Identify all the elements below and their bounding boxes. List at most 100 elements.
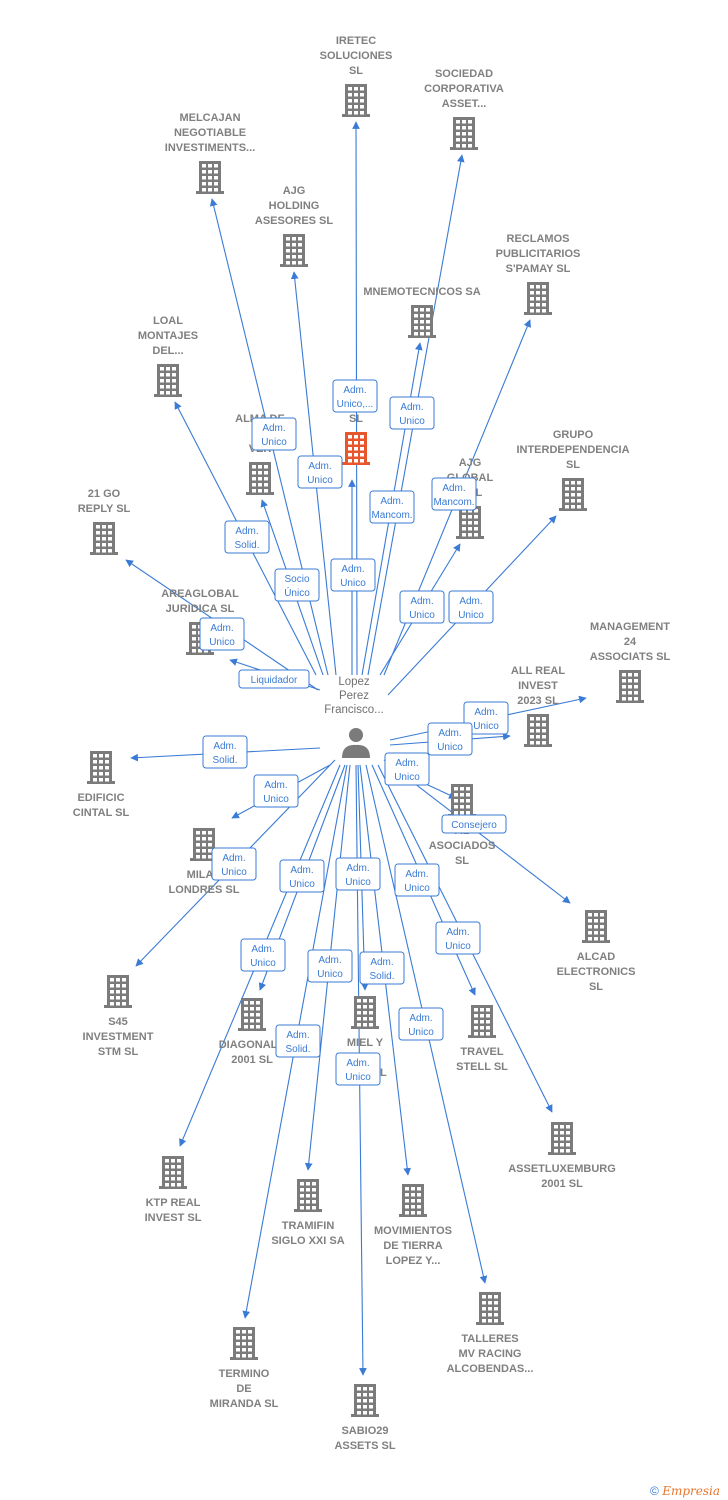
building-icon — [524, 282, 552, 315]
relation-label-line: Adm. — [341, 564, 364, 575]
company-name-line: DE TIERRA — [383, 1240, 442, 1252]
company-name-line: SL — [349, 65, 363, 77]
relation-label-line: Unico — [345, 1072, 371, 1083]
relation-label: Adm.Unico — [427, 722, 473, 756]
relation-label-line: Unico — [317, 969, 343, 980]
building-icon — [450, 117, 478, 150]
relation-label-line: Unico — [209, 637, 235, 648]
building-icon — [230, 1327, 258, 1360]
company-node-loal[interactable]: LOALMONTAJESDEL... — [138, 315, 198, 397]
building-icon — [238, 998, 266, 1031]
building-icon — [448, 784, 476, 817]
person-name-line: Perez — [339, 690, 369, 702]
relation-label-line: Unico — [340, 578, 366, 589]
company-name-line: DIAGONALB — [219, 1039, 286, 1051]
company-name-line: MIRANDA SL — [210, 1398, 279, 1410]
company-name-line: INVESTIMENTS... — [165, 142, 255, 154]
company-name-line: 24 — [624, 636, 637, 648]
company-name-line: ASESORES SL — [255, 215, 334, 227]
relation-label-line: Mancom. — [371, 510, 412, 521]
relation-label-line: Adm. — [400, 402, 423, 413]
relation-label-line: Adm. — [343, 385, 366, 396]
building-icon — [280, 234, 308, 267]
company-node-diagonalb[interactable]: DIAGONALB 2001 SL — [219, 998, 286, 1066]
relation-label: Consejero — [441, 814, 507, 834]
company-name-line: IRETEC — [336, 35, 376, 47]
relation-label: Adm.Solid. — [359, 951, 405, 985]
relation-label-line: Unico — [437, 742, 463, 753]
center-person-node[interactable]: LopezPerezFrancisco... — [324, 676, 384, 758]
relation-label-line: Solid. — [212, 755, 237, 766]
company-name-line: MANAGEMENT — [590, 621, 670, 633]
company-node-21go[interactable]: 21 GO REPLY SL — [78, 488, 131, 555]
relation-label-line: Adm. — [409, 1013, 432, 1024]
company-name-line: TRAVEL — [460, 1046, 503, 1058]
company-name-line: TERMINO — [219, 1368, 270, 1380]
relation-label: Adm.Unico — [394, 863, 440, 897]
company-name-line: NEGOTIABLE — [174, 127, 246, 139]
company-name-line: KTP REAL — [146, 1197, 201, 1209]
company-name-line: ASSETLUXEMBURG — [508, 1163, 616, 1175]
relation-label-line: Mancom. — [433, 497, 474, 508]
building-icon — [408, 305, 436, 338]
relation-label: Adm.Unico — [211, 847, 257, 881]
relation-label-line: Unico — [404, 883, 430, 894]
relation-label: Adm.Unico — [279, 859, 325, 893]
building-icon — [190, 828, 218, 861]
edge-labels-layer: Adm.Unico,...Adm.UnicoAdm.UnicoAdm.Unico… — [199, 379, 509, 1086]
company-name-line: 21 GO — [88, 488, 121, 500]
company-name-line: PUBLICITARIOS — [496, 248, 581, 260]
company-node-melcajan[interactable]: MELCAJANNEGOTIABLEINVESTIMENTS... — [165, 112, 255, 194]
relation-label-line: Adm. — [262, 423, 285, 434]
relation-label: Adm.Unico — [251, 417, 297, 451]
company-name-line: ALCAD — [577, 951, 616, 963]
building-icon — [294, 1179, 322, 1212]
building-icon — [87, 751, 115, 784]
company-name-line: SL — [566, 459, 580, 471]
company-node-sociedad[interactable]: SOCIEDADCORPORATIVAASSET... — [424, 68, 504, 150]
building-icon — [90, 522, 118, 555]
company-name-line: DE — [236, 1383, 251, 1395]
company-name-line: REPLY SL — [78, 503, 131, 515]
company-node-mnemo[interactable]: MNEMOTECNICOS SA — [363, 286, 481, 338]
company-name-line: MNEMOTECNICOS SA — [363, 286, 480, 298]
relation-label: Adm.Unico — [398, 1007, 444, 1041]
building-icon — [548, 1122, 576, 1155]
relation-label: Adm. Unico — [330, 558, 376, 592]
company-name-line: 2001 SL — [231, 1054, 273, 1066]
company-name-line: JURIDICA SL — [166, 603, 235, 615]
relation-label-line: Solid. — [369, 971, 394, 982]
building-icon — [582, 910, 610, 943]
footer-brand[interactable]: © Empresia — [650, 1484, 720, 1498]
company-name-line: LONDRES SL — [169, 884, 240, 896]
company-name-line: EDIFICIC — [77, 792, 124, 804]
relation-label: Adm.Unico — [335, 857, 381, 891]
relation-label: Adm.Solid. — [202, 735, 248, 769]
relation-label-line: Unico — [250, 958, 276, 969]
company-name-line: INTERDEPENDENCIA — [516, 444, 629, 456]
relation-label-line: Adm. — [308, 461, 331, 472]
company-name-line: 2023 SL — [517, 695, 559, 707]
relation-label-line: Adm. — [410, 596, 433, 607]
company-node-termino[interactable]: TERMINO DE MIRANDA SL — [210, 1327, 279, 1410]
company-name-line: MONTAJES — [138, 330, 198, 342]
company-name-line: ELECTRONICS — [557, 966, 636, 978]
relation-label: Adm.Mancom. — [369, 490, 415, 524]
